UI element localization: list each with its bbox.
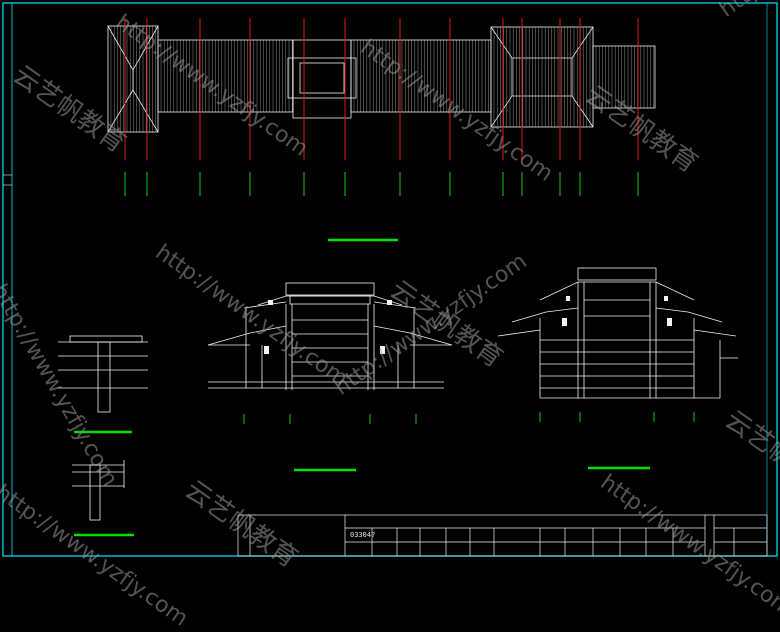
roof-plan — [107, 25, 656, 133]
grid-axis-lines — [124, 18, 639, 160]
roof-tile-hatching — [110, 26, 654, 132]
cad-drawing-canvas — [2, 2, 778, 557]
title-block — [237, 514, 768, 557]
cross-section-a-fills — [264, 300, 392, 354]
axis-marks — [124, 172, 639, 196]
border-ticks — [3, 174, 12, 186]
detail-section-1 — [58, 335, 148, 413]
drawing-frame — [2, 2, 778, 557]
cross-section-a — [207, 282, 453, 390]
cross-section-b — [497, 267, 738, 399]
title-block-code: 03304? — [350, 531, 376, 539]
detail-section-2 — [72, 460, 125, 521]
cross-section-b-fills — [562, 296, 672, 326]
section-axis-marks — [243, 412, 695, 424]
